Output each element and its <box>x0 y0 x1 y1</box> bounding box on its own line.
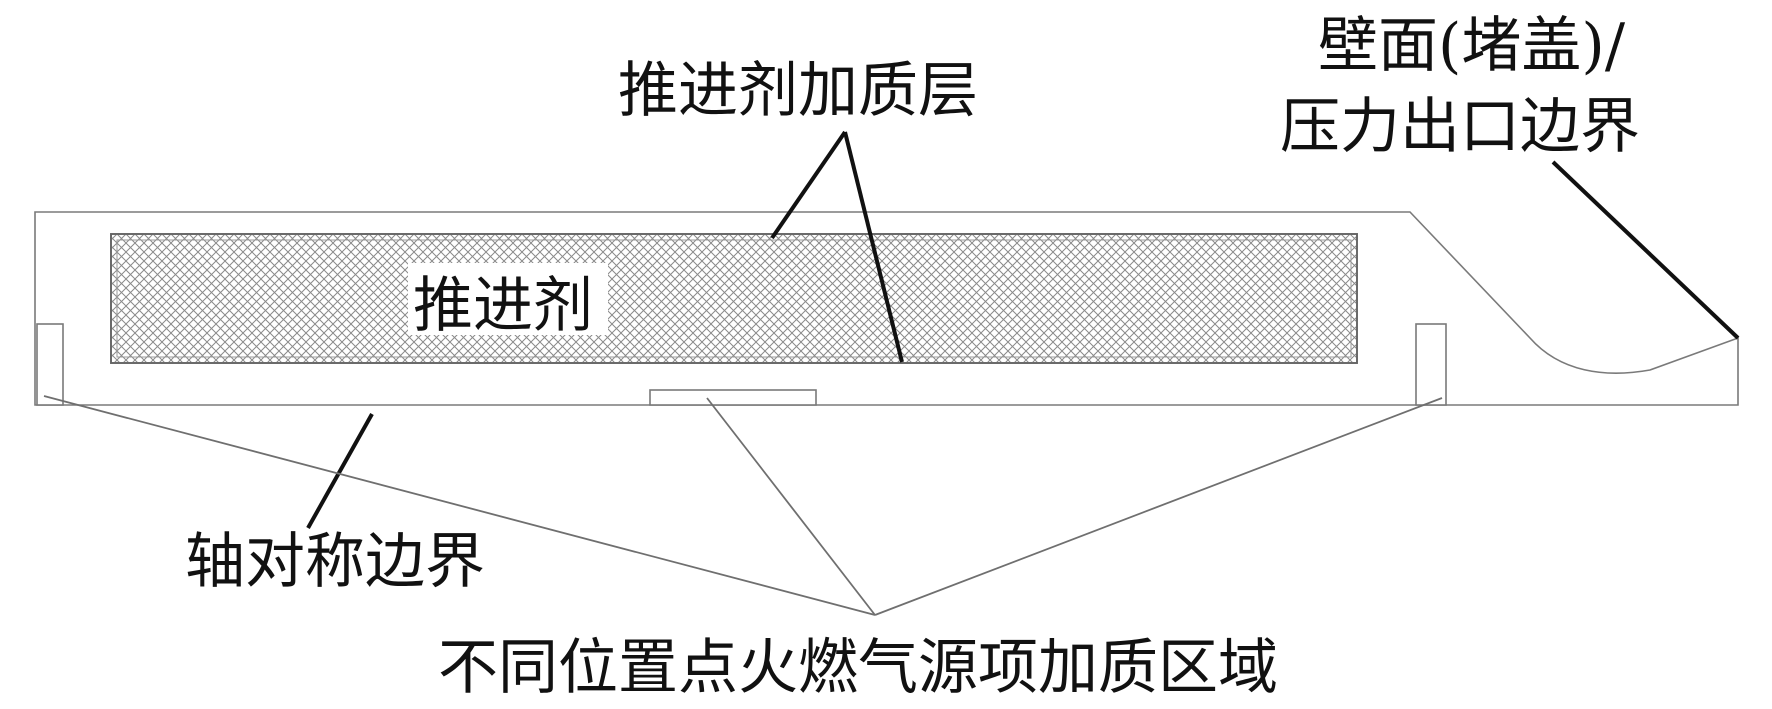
leader-mass-layer-left <box>770 130 847 240</box>
leader-ignition-middle <box>706 397 876 616</box>
leader-mass-layer-right <box>843 131 904 363</box>
propellant-mass-layer-inner <box>116 239 1352 358</box>
leader-ignition-head <box>43 395 876 616</box>
label-propellant: 推进剂 <box>413 271 593 341</box>
label-propellant-mass-layer: 推进剂加质层 <box>618 56 978 126</box>
ignition-source-region-aft <box>1415 323 1447 406</box>
propellant-mass-layer-band <box>110 233 1358 364</box>
chamber-outline <box>34 211 1739 406</box>
leader-ignition-aft <box>874 397 1443 616</box>
label-ignition-source-regions: 不同位置点火燃气源项加质区域 <box>438 633 1278 703</box>
label-axis-boundary: 轴对称边界 <box>185 527 485 597</box>
ignition-source-region-middle <box>649 389 817 406</box>
propellant-label-backdrop <box>408 263 608 335</box>
label-wall-boundary-line2: 压力出口边界 <box>1280 92 1640 162</box>
leader-wall-boundary <box>1551 160 1740 340</box>
leader-axis-boundary <box>306 413 374 529</box>
ignition-source-region-head <box>36 323 64 406</box>
propellant-grain <box>110 233 1358 364</box>
label-wall-boundary-line1: 壁面(堵盖)/ <box>1318 11 1626 81</box>
